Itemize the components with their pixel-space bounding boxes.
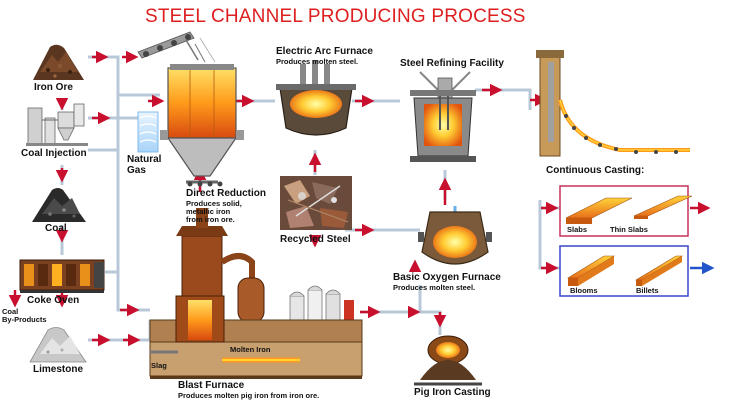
desc-basic-oxygen-furnace: Produces molten steel.	[393, 283, 476, 292]
direct-reduction-furnace	[160, 64, 244, 187]
coke-oven	[19, 259, 105, 293]
label-direct-reduction: Direct Reduction	[186, 188, 267, 199]
blooms-box	[559, 245, 689, 297]
label-iron-ore: Iron Ore	[34, 82, 73, 93]
label-thin-slabs: Thin Slabs	[610, 225, 648, 234]
pig-iron-casting	[414, 335, 482, 386]
label-blast-furnace: Blast Furnace	[178, 380, 245, 391]
continuous-caster	[536, 50, 690, 157]
desc-blast-furnace: Produces molten pig iron from iron ore.	[178, 391, 320, 400]
basic-oxygen-furnace	[418, 206, 492, 265]
coal-injection-plant	[26, 103, 88, 146]
label-coal-injection: Coal Injection	[21, 148, 87, 159]
conveyor-belt	[137, 31, 216, 63]
label-recycled-steel: Recycled Steel	[280, 234, 351, 245]
label-blooms: Blooms	[570, 286, 598, 295]
label-electric-arc-furnace: Electric Arc Furnace	[276, 46, 373, 57]
label-billets: Billets	[636, 286, 659, 295]
label-coke-oven: Coke Oven	[27, 295, 80, 306]
red-arrows	[8, 50, 711, 347]
label-coal: Coal	[45, 223, 67, 234]
steel-refining-facility	[410, 71, 476, 162]
label-slag: Slag	[151, 361, 167, 370]
label-natural-gas: Natural Gas	[127, 154, 162, 176]
slabs-box	[559, 185, 693, 237]
desc-direct-reduction: Produces solid, metallic iron from iron …	[186, 199, 242, 224]
recycled-steel-pile	[280, 176, 352, 230]
label-continuous-casting: Continuous Casting:	[546, 165, 645, 176]
label-basic-oxygen-furnace: Basic Oxygen Furnace	[393, 272, 501, 283]
limestone-pile	[29, 327, 87, 363]
desc-electric-arc-furnace: Produces molten steel.	[276, 57, 359, 66]
label-coal-byproducts: Coal By-Products	[2, 307, 47, 324]
coal-pile	[32, 188, 86, 222]
blast-furnace	[149, 208, 363, 379]
label-molten-iron: Molten Iron	[230, 345, 271, 354]
label-steel-refining-facility: Steel Refining Facility	[400, 58, 504, 69]
label-slabs: Slabs	[567, 225, 588, 234]
label-limestone: Limestone	[33, 364, 84, 375]
iron-ore-pile	[33, 44, 84, 80]
electric-arc-furnace	[276, 60, 356, 136]
natural-gas-tank	[137, 111, 159, 153]
page-title: STEEL CHANNEL PRODUCING PROCESS	[145, 6, 526, 27]
label-pig-iron-casting: Pig Iron Casting	[414, 387, 491, 398]
